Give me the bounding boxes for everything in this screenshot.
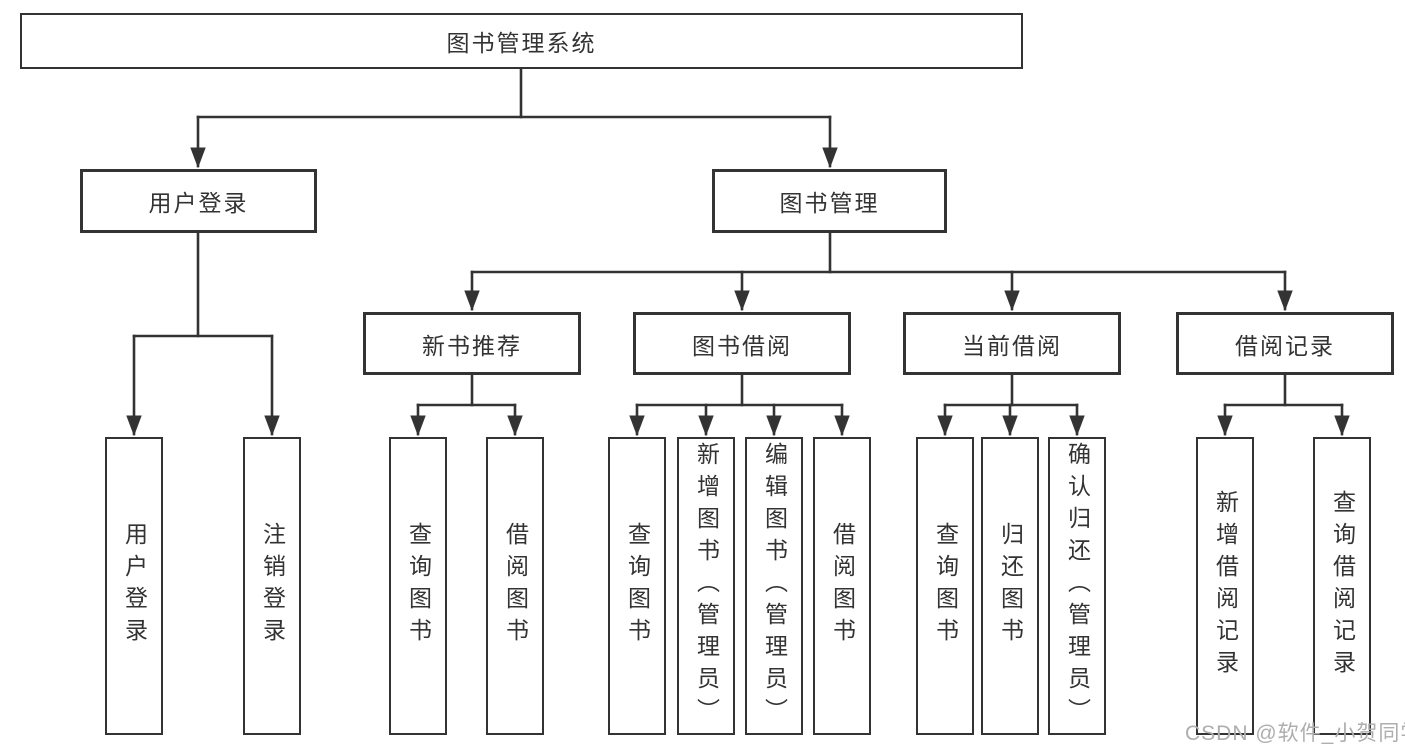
node-new-book-recommend-label: 新书推荐 [422, 332, 522, 359]
leaf-borrow-borrow-books: 借阅图书 [813, 437, 871, 735]
leaf-borrow-edit-books-admin-label: 编辑图书（管理员） [761, 442, 788, 730]
leaf-current-return-books-label: 归还图书 [997, 522, 1024, 650]
node-borrow-records-label: 借阅记录 [1235, 332, 1335, 359]
leaf-newbook-borrow-books-label: 借阅图书 [502, 522, 529, 650]
leaf-current-query-books: 查询图书 [916, 437, 974, 735]
leaf-records-query-record: 查询借阅记录 [1313, 437, 1371, 735]
leaf-borrow-borrow-books-label: 借阅图书 [829, 522, 856, 650]
leaf-current-confirm-return-admin-label: 确认归还（管理员） [1064, 442, 1091, 730]
leaf-user-login: 用户登录 [105, 437, 163, 735]
node-user-login: 用户登录 [80, 169, 317, 233]
leaf-borrow-add-books-admin: 新增图书（管理员） [677, 437, 735, 735]
leaf-newbook-query-books-label: 查询图书 [405, 522, 432, 650]
leaf-borrow-query-books-label: 查询图书 [624, 522, 651, 650]
leaf-current-confirm-return-admin: 确认归还（管理员） [1048, 437, 1106, 735]
leaf-borrow-add-books-admin-label: 新增图书（管理员） [693, 442, 720, 730]
leaf-records-query-record-label: 查询借阅记录 [1329, 490, 1356, 682]
leaf-logout: 注销登录 [243, 437, 301, 735]
node-new-book-recommend: 新书推荐 [363, 312, 581, 375]
node-current-borrow: 当前借阅 [903, 312, 1121, 375]
node-book-borrow-label: 图书借阅 [692, 332, 792, 359]
node-user-login-label: 用户登录 [148, 190, 249, 216]
leaf-records-add-record-label: 新增借阅记录 [1212, 490, 1239, 682]
node-library-system-label: 图书管理系统 [446, 30, 597, 56]
leaf-records-add-record: 新增借阅记录 [1196, 437, 1254, 735]
leaf-borrow-query-books: 查询图书 [608, 437, 666, 735]
node-book-borrow: 图书借阅 [633, 312, 851, 375]
leaf-logout-label: 注销登录 [259, 522, 286, 650]
leaf-current-query-books-label: 查询图书 [932, 522, 959, 650]
leaf-borrow-edit-books-admin: 编辑图书（管理员） [745, 437, 803, 735]
node-book-management: 图书管理 [712, 169, 947, 233]
node-borrow-records: 借阅记录 [1176, 312, 1394, 375]
watermark-text: CSDN @软件_小贺同学 [1185, 722, 1405, 745]
leaf-user-login-label: 用户登录 [121, 522, 148, 650]
node-library-system: 图书管理系统 [20, 13, 1023, 69]
node-book-management-label: 图书管理 [779, 190, 880, 216]
leaf-newbook-query-books: 查询图书 [389, 437, 447, 735]
leaf-newbook-borrow-books: 借阅图书 [486, 437, 544, 735]
node-current-borrow-label: 当前借阅 [962, 332, 1062, 359]
leaf-current-return-books: 归还图书 [981, 437, 1039, 735]
